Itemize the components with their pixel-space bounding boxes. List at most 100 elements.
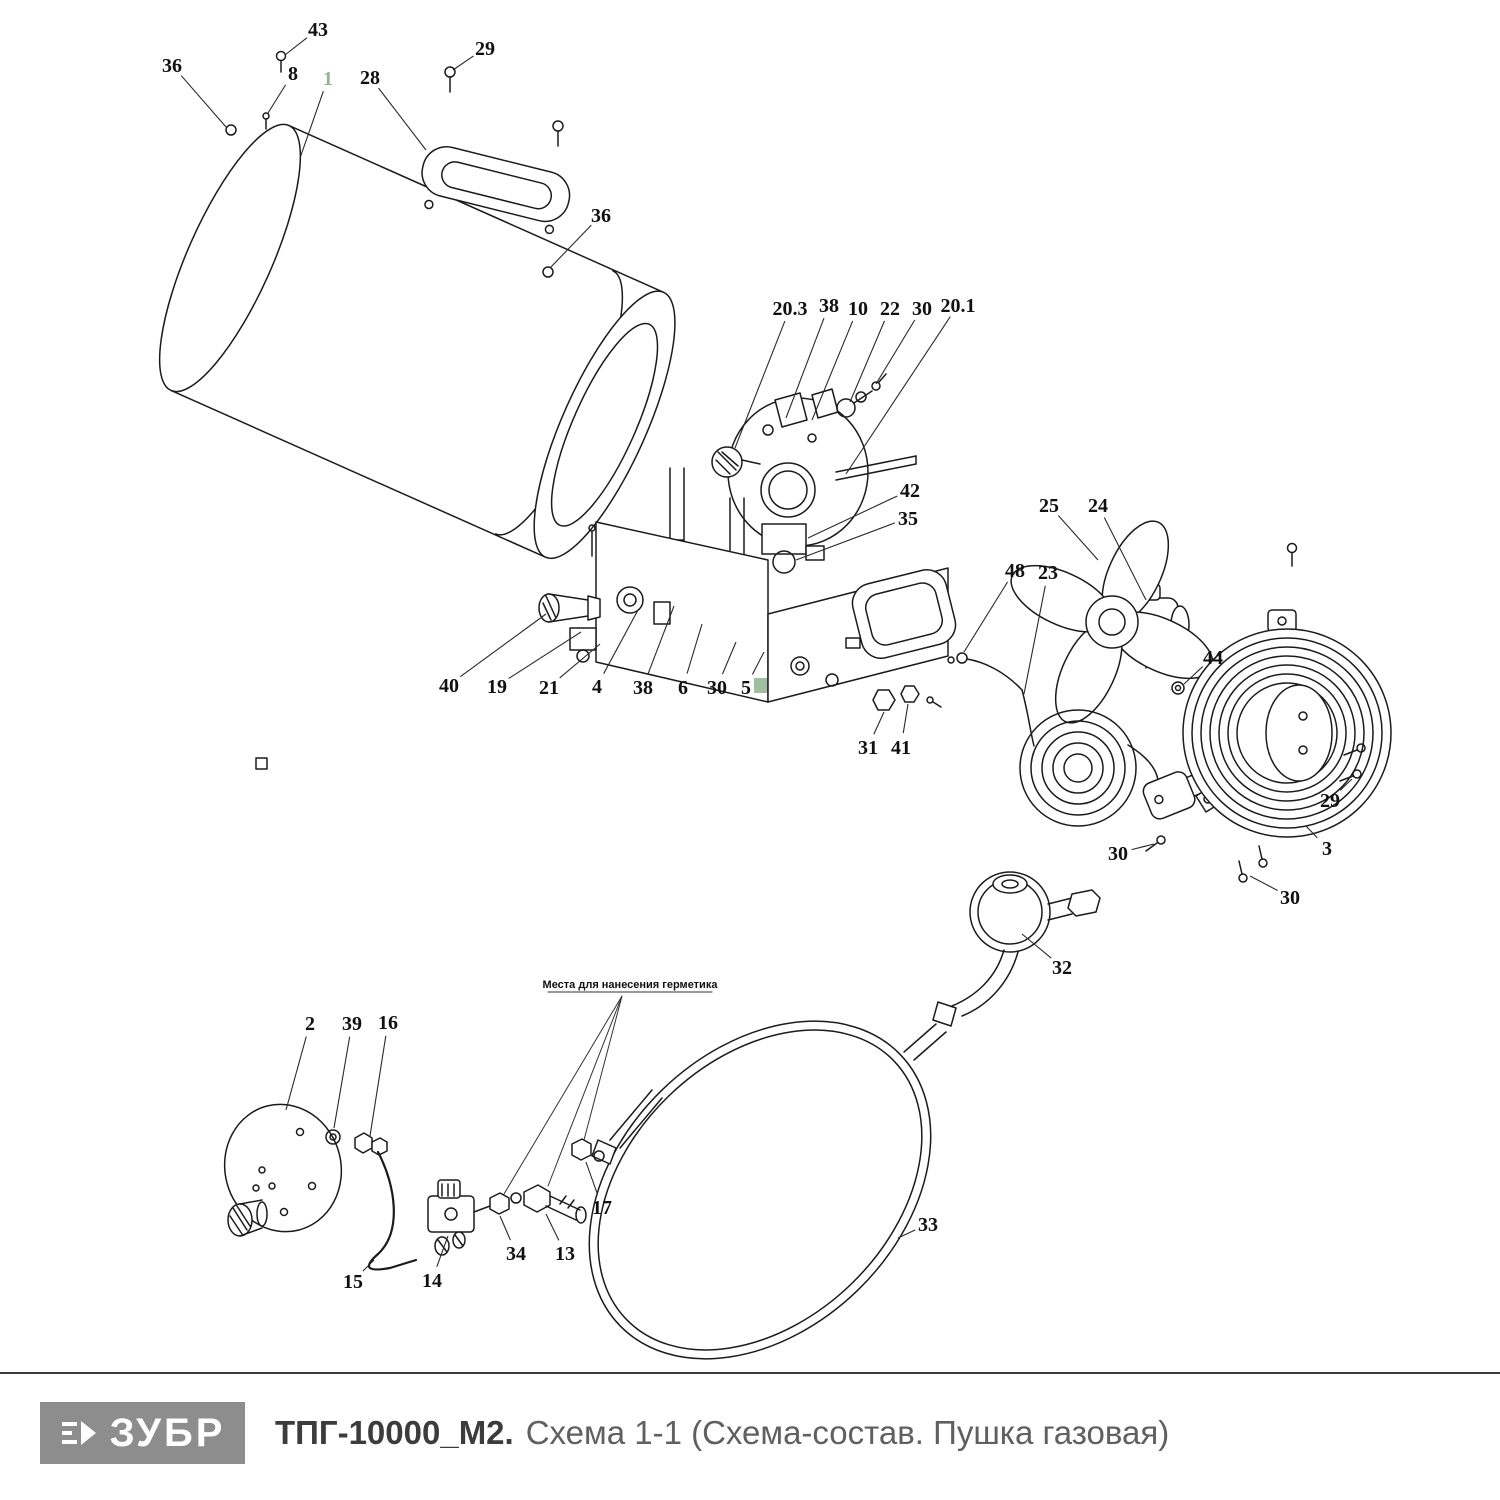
callout-3: 3 [1322,838,1332,860]
washer-44 [1171,681,1185,695]
leader-line [1131,843,1155,851]
callout-34: 34 [506,1243,526,1265]
callout-21: 21 [539,677,559,699]
leader-line [785,317,825,419]
model-title: ТПГ-10000_М2. [275,1414,514,1451]
footer-divider [0,1372,1500,1374]
leader-line [180,75,227,128]
leader-line [369,1035,387,1137]
callout-41: 41 [891,737,911,759]
callout-33: 33 [918,1214,938,1236]
callout-10: 10 [848,298,868,320]
reference-square [255,757,268,770]
callout-2: 2 [305,1013,315,1035]
leader-line [875,319,916,385]
leader-line [549,224,592,269]
callout-20-3: 20.3 [773,298,808,320]
grille-screws [1145,542,1366,883]
sealant-leader-lines [503,991,713,1195]
zubr-logo: ЗУБР [40,1402,245,1464]
leader-line [751,651,765,675]
leader-line [284,37,308,56]
solenoid-valve [427,1179,475,1256]
callout-30: 30 [912,298,932,320]
leader-line [285,1036,307,1111]
callout-36: 36 [591,205,611,227]
callout-20-1: 20.1 [941,295,976,317]
exploded-diagram: Места для нанесения герметика 4336812829… [158,19,1392,1360]
leader-line [452,55,474,71]
callout-43: 43 [308,19,328,41]
gas-hose [588,949,1019,1360]
leader-line [963,581,1009,653]
plate-knob [227,1199,268,1237]
gas-valve [473,1184,587,1224]
leader-line [734,320,786,449]
brand-name: ЗУБР [109,1411,226,1455]
leader-line [436,1235,449,1268]
callout-42: 42 [900,480,920,502]
callout-29: 29 [475,38,495,60]
leader-line [1021,933,1052,959]
barrel-screws [225,50,564,278]
leader-line [1183,666,1204,685]
callout-22: 22 [880,298,900,320]
callout-25: 25 [1039,495,1059,517]
leader-line [795,522,896,561]
callout-4: 4 [592,676,602,698]
gas-inlet-fitting [538,593,601,663]
leader-line [508,631,582,679]
callout-19: 19 [487,676,507,698]
callout-15: 15 [343,1271,363,1293]
callout-48: 48 [1005,560,1025,582]
callout-23: 23 [1038,562,1058,584]
callout-13: 13 [555,1243,575,1265]
callout-31: 31 [858,737,878,759]
leader-line [378,87,427,151]
burner-head [711,373,917,574]
leader-line [559,643,601,679]
callout-44: 44 [1203,647,1223,669]
support-frame [538,521,957,711]
callout-5: 5 [741,677,751,699]
leader-line [807,495,898,539]
callout-24: 24 [1088,495,1108,517]
carry-handle [421,146,571,235]
leader-line [897,1229,916,1239]
gas-regulator [969,871,1101,953]
leader-line [873,711,885,735]
leader-line [1339,778,1353,791]
highlight-square [754,678,767,693]
leader-line [845,316,951,475]
callout-30: 30 [707,677,727,699]
leader-line [1103,517,1147,601]
schema-subtitle: Схема 1-1 (Схема-состав. Пушка газовая) [525,1414,1170,1451]
heater-barrel [158,123,676,560]
fan-impeller [1010,520,1214,724]
callout-8: 8 [288,63,298,85]
leader-line [686,623,703,674]
leader-line [299,91,324,159]
leader-line [362,1259,375,1272]
burner-plate [223,1103,388,1237]
callout-1: 1 [323,68,333,90]
leader-line [1057,515,1099,561]
leader-line [647,605,675,675]
sealant-annotation: Места для нанесения герметика [543,979,719,991]
callout-28: 28 [360,67,380,89]
callout-16: 16 [378,1012,398,1034]
callout-38: 38 [633,677,653,699]
callout-40: 40 [439,675,459,697]
leader-line [603,609,639,674]
leader-line [333,1036,351,1129]
callout-14: 14 [422,1270,442,1292]
leader-line [267,84,287,114]
callout-17: 17 [592,1197,612,1219]
leader-line [811,320,854,421]
zubr-arrow-icon [61,1421,96,1445]
leader-line [721,641,737,675]
leader-line [849,320,886,403]
fan-grille [1182,609,1392,838]
